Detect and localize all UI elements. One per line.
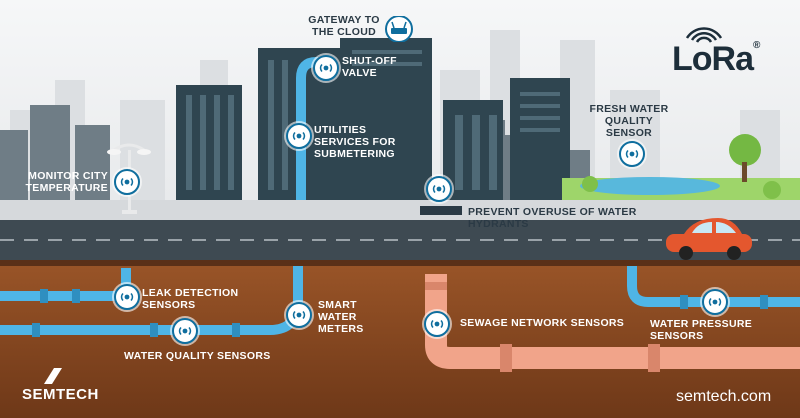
sidewalk: [0, 200, 800, 220]
windows: [186, 50, 560, 190]
lora-logo: LoRa®: [672, 40, 760, 79]
label-sewage: SEWAGE NETWORK SENSORS: [460, 317, 625, 329]
label-fresh-water: FRESH WATER QUALITY SENSOR: [589, 103, 669, 139]
sensor-icon: [114, 169, 140, 195]
sensor-icon: [172, 318, 198, 344]
sensor-icon: [286, 123, 312, 149]
sensor-icon: [424, 311, 450, 337]
label-shutoff-valve: SHUT-OFF VALVE: [342, 55, 397, 79]
sensor-icon: [619, 141, 645, 167]
registered-mark: ®: [753, 40, 760, 51]
semtech-emblem-icon: [44, 368, 62, 384]
label-hydrants: PREVENT OVERUSE OF WATER HYDRANTS: [468, 206, 637, 230]
semtech-logo: SEMTECH: [22, 386, 99, 403]
pipe-joints: [32, 289, 768, 337]
sensor-icon: [426, 176, 452, 202]
sensor-icon: [702, 289, 728, 315]
label-monitor-temperature: MONITOR CITY TEMPERATURE: [25, 170, 108, 194]
sensor-icon: [114, 284, 140, 310]
label-smart-meters: SMART WATER METERS: [318, 299, 364, 335]
router-icon: [385, 16, 413, 42]
label-leak-detection: LEAK DETECTION SENSORS: [142, 287, 239, 311]
hydrant-cover: [420, 206, 462, 215]
sewage-joints: [425, 282, 660, 372]
website-url: semtech.com: [676, 388, 772, 405]
label-utilities: UTILITIES SERVICES FOR SUBMETERING: [314, 124, 396, 160]
label-water-quality: WATER QUALITY SENSORS: [124, 350, 271, 362]
label-gateway: GATEWAY TO THE CLOUD: [308, 14, 380, 38]
label-water-pressure: WATER PRESSURE SENSORS: [650, 318, 753, 342]
lora-wordmark: LoRa: [672, 40, 754, 78]
car: [666, 218, 752, 260]
wireless-signal-icon: [685, 27, 723, 43]
sensor-icon: [286, 302, 312, 328]
park: [562, 134, 800, 202]
sensor-icon: [313, 55, 339, 81]
sewage-pipe: [425, 274, 800, 369]
